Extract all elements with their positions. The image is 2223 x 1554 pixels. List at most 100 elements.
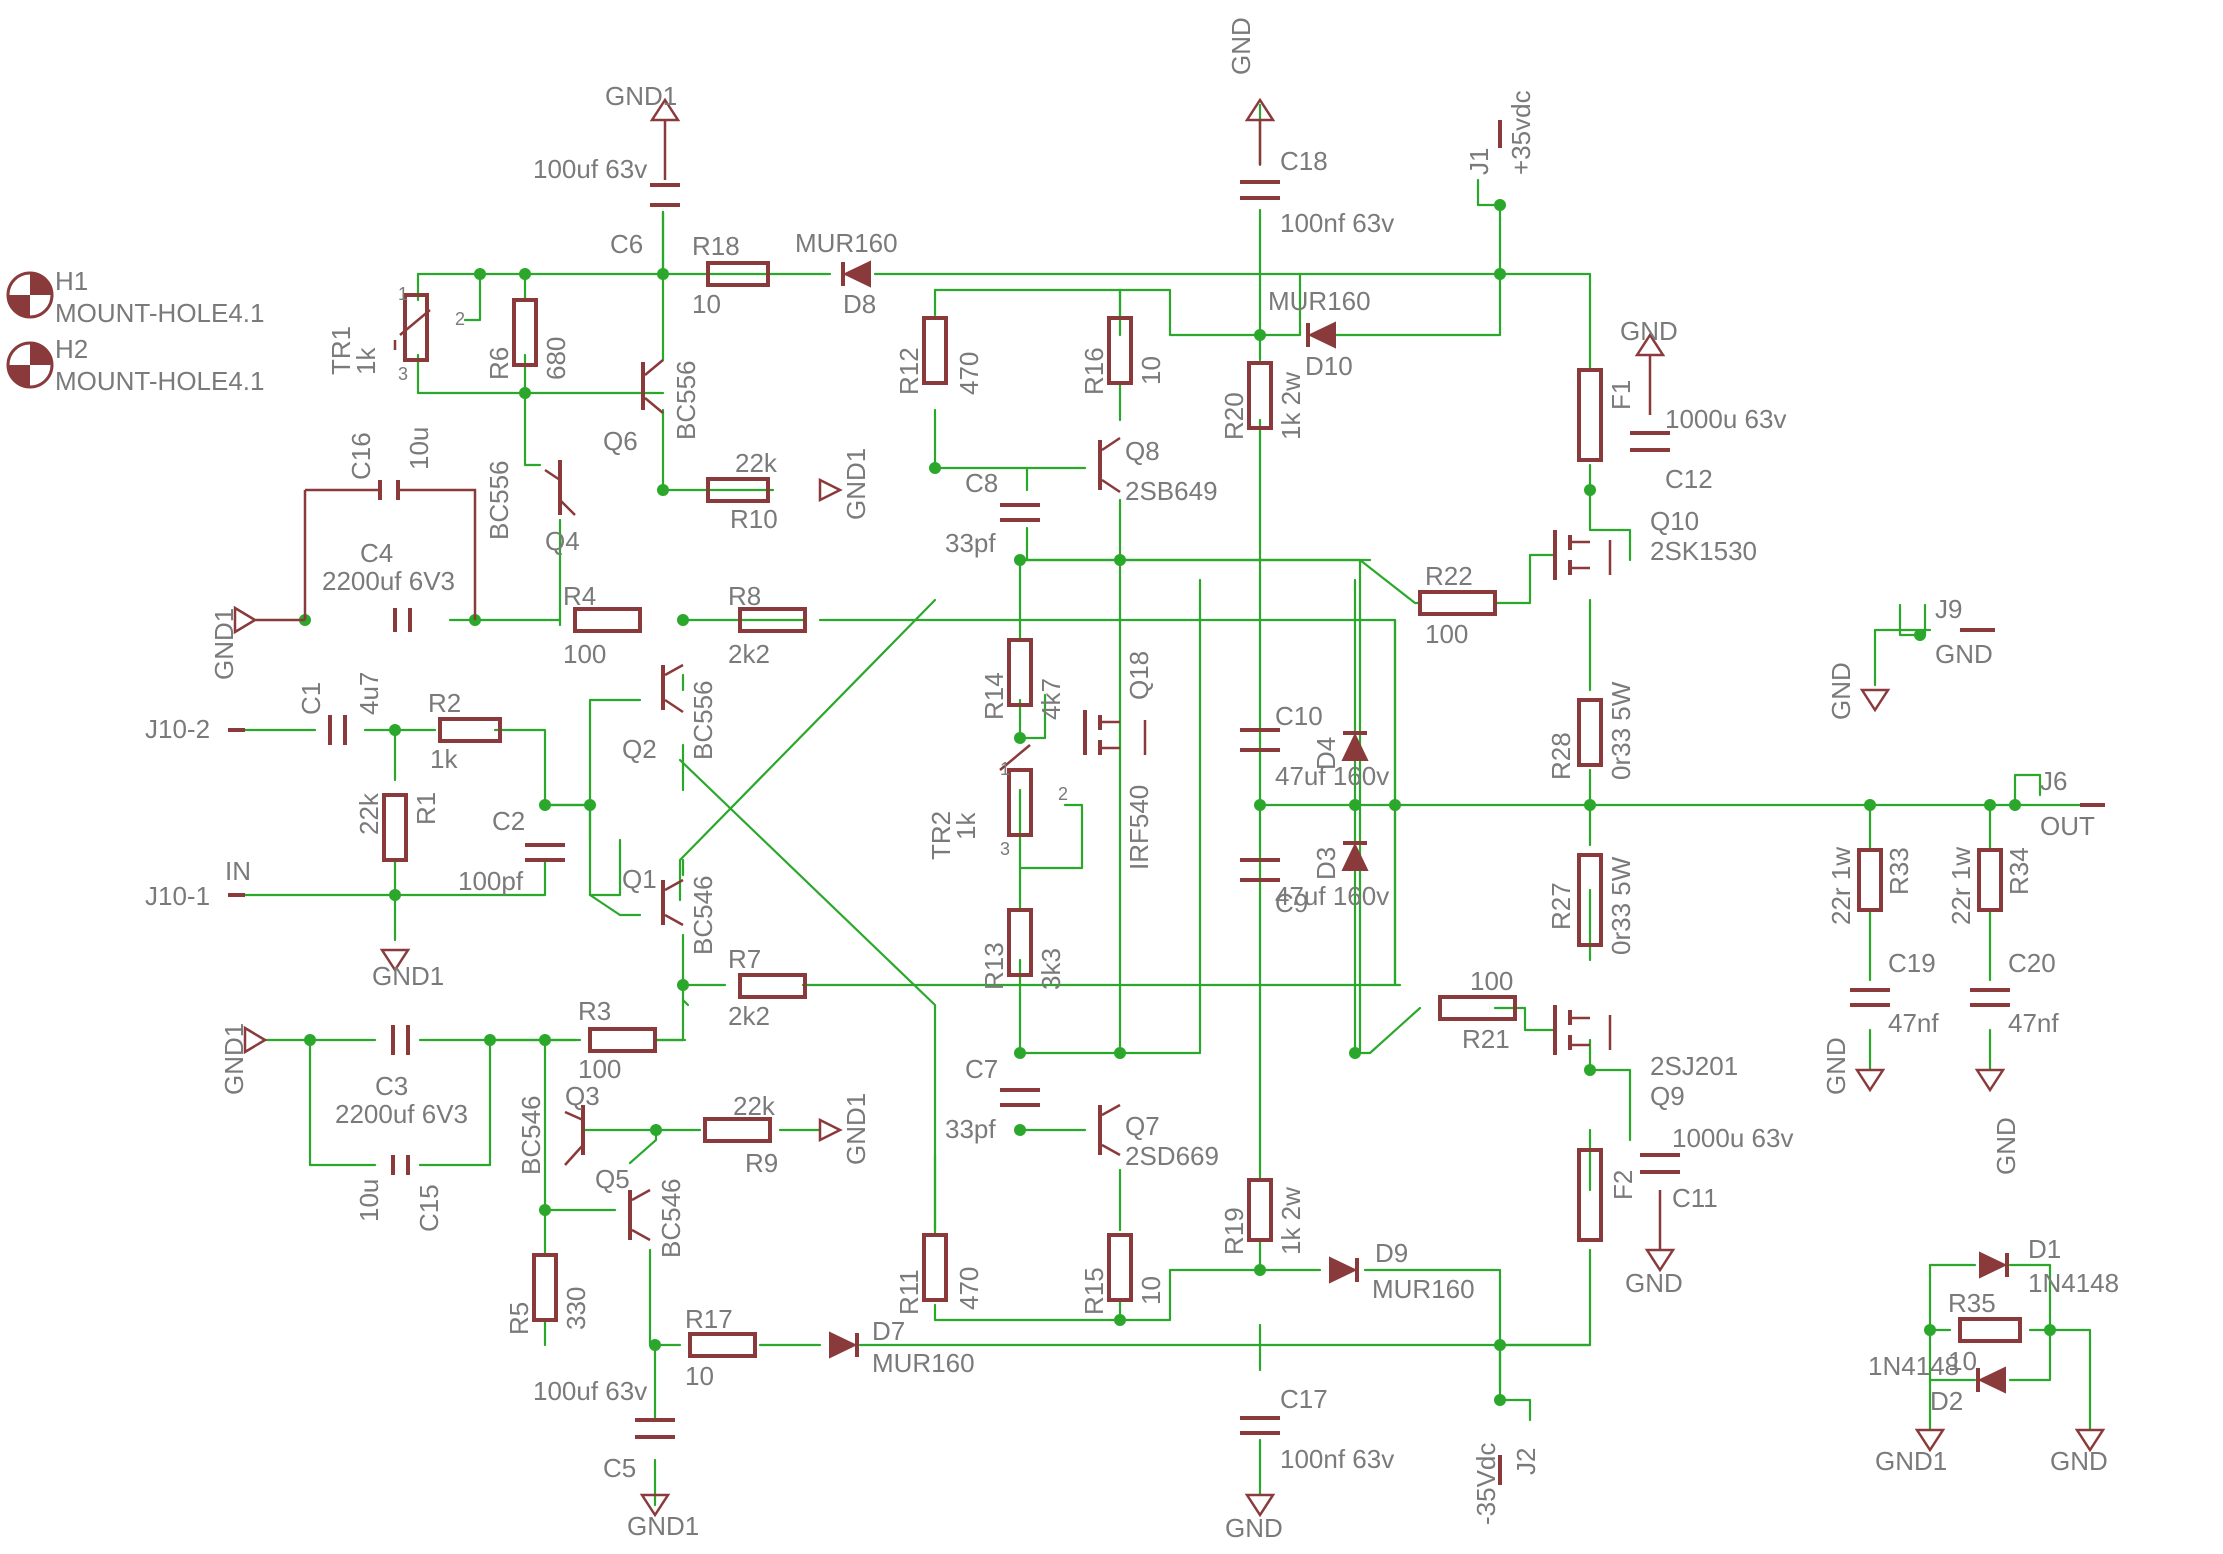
c10-value: 47uf 160v — [1275, 761, 1389, 791]
q5-label: Q5 — [595, 1164, 630, 1194]
gnd-f1-symbol — [1634, 332, 1666, 415]
c7-value: 33pf — [945, 1114, 996, 1144]
c11-label: C11 — [1672, 1183, 1718, 1213]
q2-label: Q2 — [622, 734, 657, 764]
c2-label: C2 — [492, 806, 525, 836]
q6-symbol — [641, 359, 664, 414]
r22-value: 100 — [1425, 619, 1468, 649]
d1-label: D1 — [2028, 1234, 2061, 1264]
gnd1-r1-symbol — [379, 948, 411, 973]
r3-label: R3 — [578, 996, 611, 1026]
r8-label: R8 — [728, 581, 761, 611]
r27-label: R27 — [1546, 882, 1576, 930]
r15-symbol — [1107, 1233, 1133, 1302]
r12-symbol — [922, 316, 948, 385]
c7-label: C7 — [965, 1054, 998, 1084]
r15-value: 10 — [1136, 1276, 1166, 1305]
j6-label: J6 — [2040, 766, 2067, 796]
gnd-d2-symbol — [2074, 1428, 2106, 1453]
junction-dots — [299, 199, 2056, 1406]
r22-label: R22 — [1425, 561, 1473, 591]
r27-value: 0r33 5W — [1606, 856, 1636, 955]
r6-label: R6 — [484, 347, 514, 380]
f1-symbol — [1577, 368, 1603, 462]
c19-symbol — [1850, 988, 1890, 1007]
c8-value: 33pf — [945, 528, 996, 558]
r11-value: 470 — [954, 1267, 984, 1310]
q10-symbol — [1553, 530, 1612, 580]
c17-value: 100nf 63v — [1280, 1444, 1394, 1474]
r13-value: 3k3 — [1036, 948, 1066, 990]
j10-2-label: J10-2 — [145, 714, 210, 744]
c11-symbol — [1640, 1153, 1680, 1174]
r14-label: R14 — [979, 672, 1009, 720]
tr1-label: TR1 — [326, 326, 356, 375]
d7-symbol — [829, 1331, 859, 1359]
tr2-label: TR2 — [926, 811, 956, 860]
q5-value: BC546 — [656, 1179, 686, 1259]
q2-symbol — [661, 663, 684, 714]
r4-symbol — [573, 607, 642, 633]
q8-value: 2SB649 — [1125, 476, 1218, 506]
tr2-pin2: 2 — [1058, 784, 1068, 804]
q7-value: 2SD669 — [1125, 1141, 1219, 1171]
d3-symbol — [1341, 841, 1369, 871]
c4-value: 2200uf 6V3 — [322, 566, 455, 596]
r22-symbol — [1418, 590, 1497, 616]
gnd1-top-symbol — [649, 97, 681, 180]
p35-label: +35vdc — [1506, 90, 1536, 175]
q8-label: Q8 — [1125, 436, 1160, 466]
d4-label: D4 — [1311, 737, 1341, 770]
gnd1-r9-label: GND1 — [841, 1093, 871, 1165]
c10-symbol — [1240, 728, 1280, 752]
q9-value: 2SJ201 — [1650, 1051, 1738, 1081]
c1-label: C1 — [296, 682, 326, 715]
r27-symbol — [1577, 853, 1603, 947]
j1-label: J1 — [1464, 148, 1494, 175]
d9-value: MUR160 — [1372, 1274, 1475, 1304]
c4-symbol — [393, 608, 412, 632]
gnd1-left-symbol — [233, 605, 305, 635]
r17-value: 10 — [685, 1361, 714, 1391]
r8-value: 2k2 — [728, 639, 770, 669]
c5-symbol — [635, 1418, 675, 1439]
c12-value: 1000u 63v — [1665, 404, 1786, 434]
r20-symbol — [1247, 361, 1273, 430]
d10-symbol — [1306, 321, 1336, 349]
c8-symbol — [1000, 503, 1040, 522]
q3-label: Q3 — [565, 1081, 600, 1111]
c6-value: 100uf 63v — [533, 154, 647, 184]
d8-label: D8 — [843, 289, 876, 319]
m35-label: -35Vdc — [1471, 1443, 1501, 1525]
c6-symbol — [650, 183, 680, 207]
d9-label: D9 — [1375, 1238, 1408, 1268]
c17-label: C17 — [1280, 1384, 1328, 1414]
gnd-c19-symbol — [1854, 1068, 1886, 1093]
r12-value: 470 — [954, 352, 984, 395]
c12-symbol — [1630, 431, 1670, 452]
r17-symbol — [688, 1332, 757, 1358]
c15-symbol — [391, 1155, 410, 1175]
r34-value: 22r 1w — [1946, 847, 1976, 925]
tr2-pin3: 3 — [1000, 839, 1010, 859]
c3-label: C3 — [375, 1071, 408, 1101]
q9-label: Q9 — [1650, 1081, 1685, 1111]
gnd1-c3-symbol — [243, 1025, 268, 1055]
c20-symbol — [1970, 988, 2010, 1007]
c3-symbol — [391, 1025, 410, 1055]
c19-label: C19 — [1888, 948, 1936, 978]
r1-value: 22k — [354, 792, 384, 835]
gnd-f1-label: GND — [1620, 316, 1678, 346]
gnd-c20-symbol — [1974, 1068, 2006, 1093]
c2-value: 100pf — [458, 866, 524, 896]
gnd-j9-label: GND — [1935, 639, 1993, 669]
c16-leads — [303, 488, 477, 620]
q10-value: 2SK1530 — [1650, 536, 1757, 566]
c1-symbol — [328, 715, 347, 745]
q3-symbol — [564, 1105, 585, 1166]
d3-label: D3 — [1311, 847, 1341, 880]
c6-label: C6 — [610, 229, 643, 259]
q18-label: Q18 — [1124, 651, 1154, 700]
labels: GND GND1 H1 MOUNT-HOLE4.1 H2 MOUNT-HOLE4… — [55, 17, 2119, 1543]
